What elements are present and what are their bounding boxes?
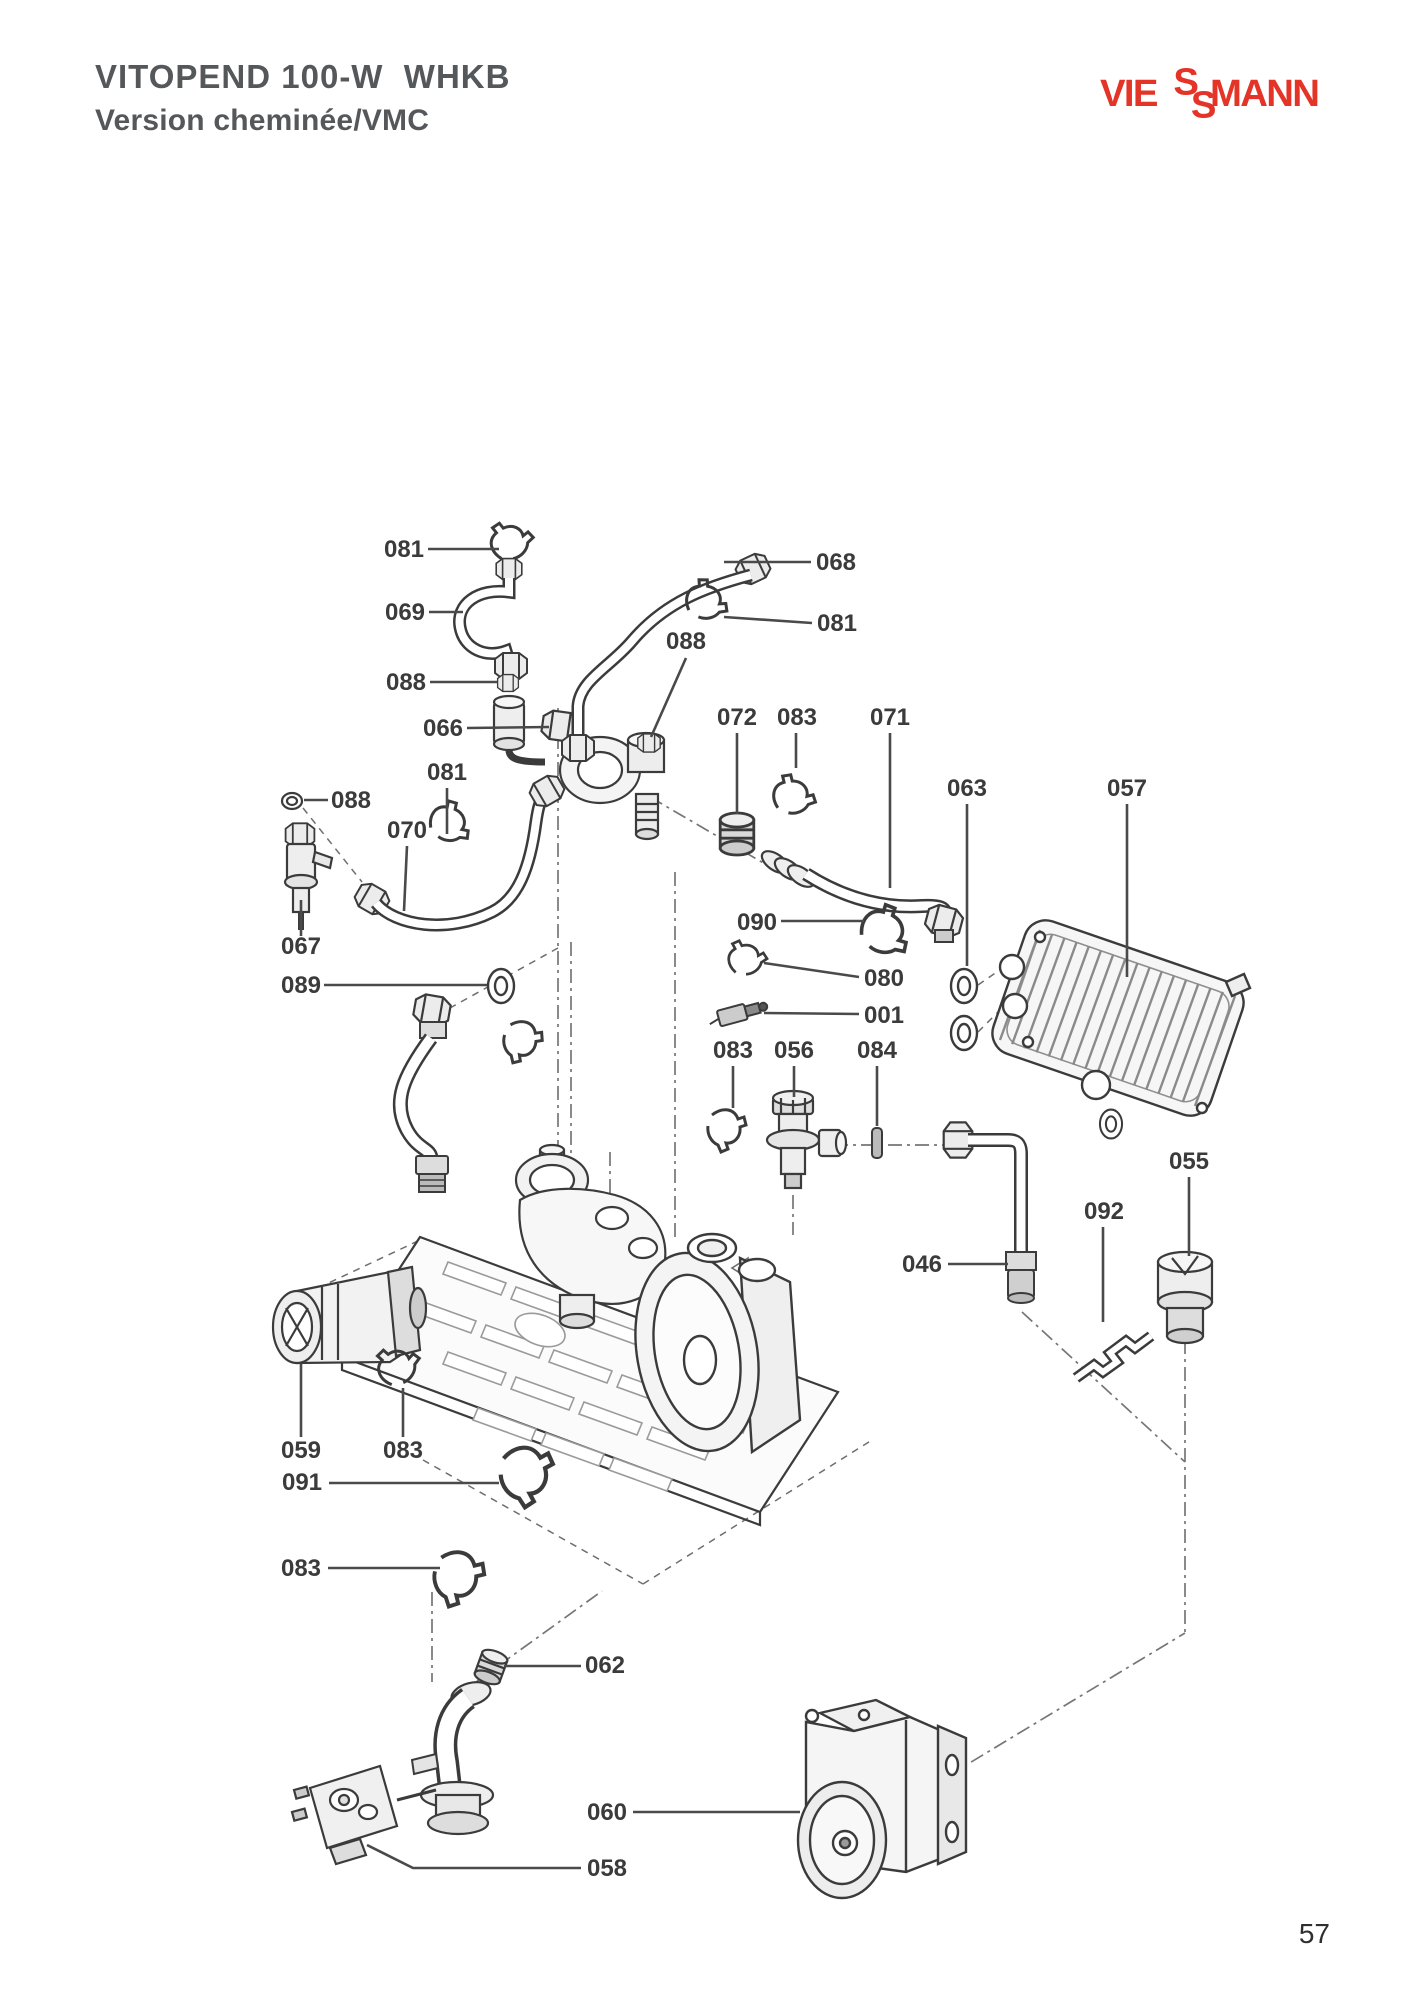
heat-exchanger-fins bbox=[998, 929, 1237, 1107]
part-label-084: 084 bbox=[857, 1037, 898, 1064]
leader-line bbox=[402, 845, 409, 912]
page-subtitle: Version cheminée/VMC bbox=[95, 104, 430, 137]
part-091-clip bbox=[497, 1443, 560, 1511]
part-label-089: 089 bbox=[281, 972, 321, 999]
part-088-ring-left bbox=[280, 791, 304, 811]
part-label-088: 088 bbox=[331, 787, 371, 814]
part-label-088: 088 bbox=[666, 628, 706, 655]
part-label-083: 083 bbox=[777, 704, 817, 731]
part-080-clip bbox=[724, 935, 771, 979]
part-label-071: 071 bbox=[870, 704, 910, 731]
part-label-067: 067 bbox=[281, 933, 321, 960]
part-071-hose bbox=[760, 850, 966, 943]
part-092-clip bbox=[1072, 1331, 1155, 1383]
logo-text-s1: S bbox=[1173, 60, 1198, 103]
leader-line bbox=[763, 1011, 860, 1016]
page-title: VITOPEND 100-W WHKB bbox=[95, 58, 511, 95]
part-label-046: 046 bbox=[902, 1251, 942, 1278]
part-072-grommet bbox=[718, 811, 756, 857]
leader-line bbox=[366, 1843, 581, 1870]
part-060-pump bbox=[796, 1698, 968, 1900]
part-088-nut-top bbox=[496, 673, 520, 693]
page-header: VITOPEND 100-W WHKB Version cheminée/VMC bbox=[95, 58, 510, 138]
part-label-062: 062 bbox=[585, 1652, 625, 1679]
part-001-sensor bbox=[709, 1001, 769, 1027]
part-label-083: 083 bbox=[713, 1037, 753, 1064]
part-label-057: 057 bbox=[1107, 775, 1147, 802]
part-label-072: 072 bbox=[717, 704, 757, 731]
part-labels-layer: 081 069 088 066 068 081 088 072 083 071 063 057 081 0… bbox=[281, 536, 1209, 1882]
logo-text-s2: S bbox=[1191, 84, 1216, 126]
leader-line bbox=[466, 725, 550, 730]
part-089-oring bbox=[486, 967, 516, 1005]
leader-line bbox=[723, 615, 813, 625]
part-084-washer bbox=[871, 1127, 883, 1159]
logo-text-pre: VIE bbox=[1100, 72, 1158, 115]
part-label-081: 081 bbox=[384, 536, 424, 563]
part-081-clip-top bbox=[483, 512, 540, 566]
leader-line bbox=[763, 961, 860, 979]
part-label-088: 088 bbox=[386, 669, 426, 696]
part-073-hose bbox=[392, 991, 453, 1193]
part-label-081: 081 bbox=[427, 759, 467, 786]
page-number: 57 bbox=[1298, 1918, 1330, 1949]
part-056-bypass-valve bbox=[765, 1089, 848, 1190]
part-label-069: 069 bbox=[385, 599, 425, 626]
part-066-valve-body bbox=[492, 694, 546, 766]
part-label-068: 068 bbox=[816, 549, 856, 576]
part-067-valve bbox=[283, 822, 334, 930]
part-083-clip-upper bbox=[770, 771, 820, 817]
part-label-091: 091 bbox=[282, 1469, 322, 1496]
viessmann-logo: VIE S S MANN bbox=[1100, 60, 1320, 126]
part-label-001: 001 bbox=[864, 1002, 904, 1029]
part-046-pipe bbox=[730, 1121, 1037, 1304]
part-058-gas-valve bbox=[290, 1764, 437, 1866]
part-063-gaskets bbox=[949, 967, 979, 1052]
part-label-066: 066 bbox=[423, 715, 463, 742]
part-059-actuator-motor bbox=[271, 1265, 428, 1365]
part-082-clip bbox=[498, 1017, 547, 1069]
three-way-valve-assembly bbox=[539, 708, 666, 841]
part-label-070: 070 bbox=[387, 817, 427, 844]
part-081-clip-mid bbox=[422, 794, 482, 852]
leader-line bbox=[649, 657, 688, 738]
part-label-092: 092 bbox=[1084, 1198, 1124, 1225]
part-label-083: 083 bbox=[281, 1555, 321, 1582]
part-label-080: 080 bbox=[864, 965, 904, 992]
siphon-elbow bbox=[410, 1681, 495, 1836]
part-label-055: 055 bbox=[1169, 1148, 1209, 1175]
part-label-060: 060 bbox=[587, 1799, 627, 1826]
part-label-063: 063 bbox=[947, 775, 987, 802]
logo-text-post: MANN bbox=[1210, 72, 1318, 115]
pump-housing-volute bbox=[634, 1232, 802, 1455]
part-083-clip-center bbox=[706, 1108, 748, 1154]
part-label-081: 081 bbox=[817, 610, 857, 637]
hydraulic-manifold bbox=[514, 1143, 667, 1330]
part-083-clip-lower bbox=[429, 1548, 488, 1612]
part-label-090: 090 bbox=[737, 909, 777, 936]
part-label-056: 056 bbox=[774, 1037, 814, 1064]
part-069-filling-loop-pipe bbox=[453, 557, 528, 680]
part-label-059: 059 bbox=[281, 1437, 321, 1464]
part-label-083: 083 bbox=[383, 1437, 423, 1464]
part-055-flow-regulator bbox=[1156, 1250, 1214, 1345]
part-label-058: 058 bbox=[587, 1855, 627, 1882]
part-070-pipe bbox=[350, 770, 569, 932]
part-057-heat-exchanger bbox=[991, 919, 1252, 1140]
